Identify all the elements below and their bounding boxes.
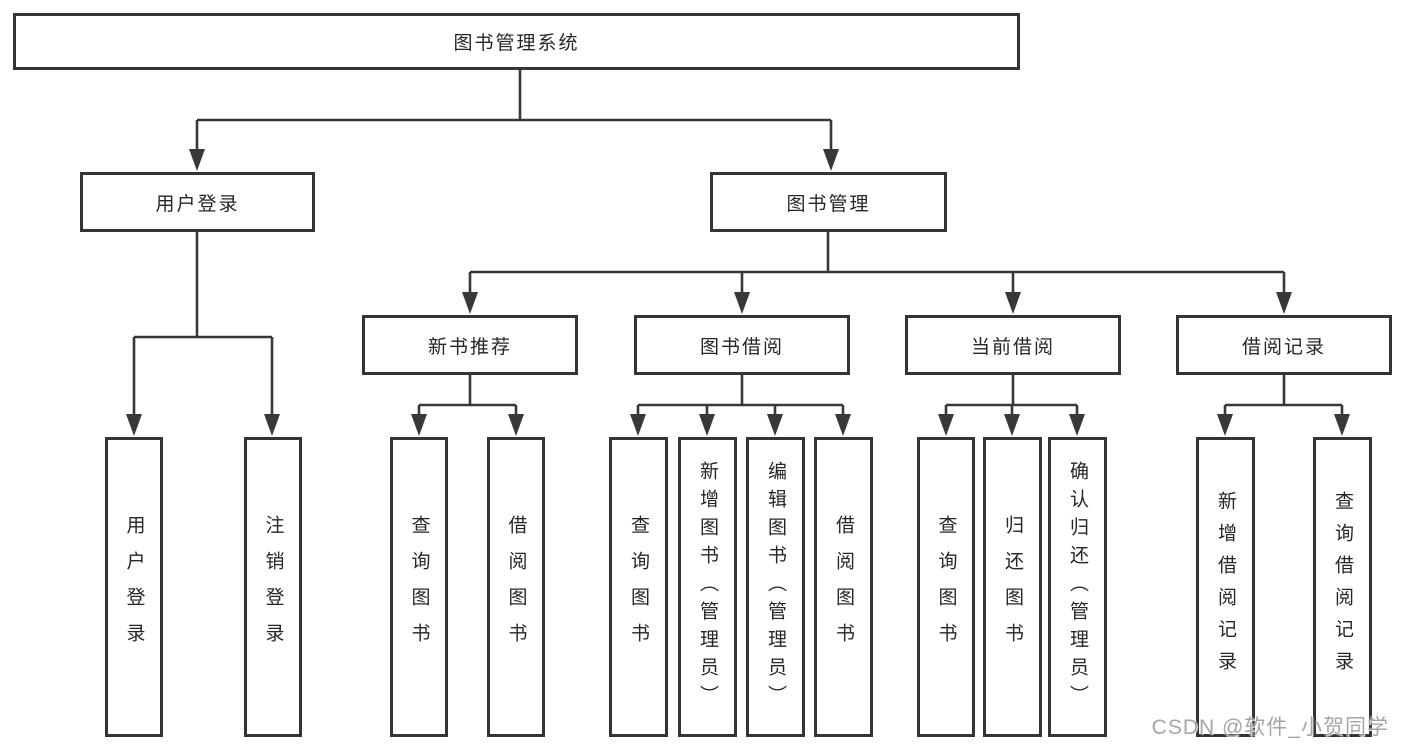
node-book-management: 图书管理	[710, 172, 947, 232]
node-user-login: 用户登录	[80, 172, 315, 232]
leaf-confirm-return-admin: 确认归还（管理员）	[1048, 437, 1107, 737]
leaf-logout: 注销登录	[244, 437, 302, 737]
node-root: 图书管理系统	[13, 13, 1020, 70]
leaf-query-borrow-record: 查询借阅记录	[1313, 437, 1372, 737]
leaf-query-books-recommend: 查询图书	[390, 437, 448, 737]
node-new-book-recommend: 新书推荐	[362, 315, 578, 375]
leaf-add-borrow-record: 新增借阅记录	[1196, 437, 1255, 737]
watermark: CSDN @软件_小贺同学	[1151, 716, 1389, 739]
arrowheads	[126, 149, 1350, 436]
leaf-query-books-current: 查询图书	[917, 437, 975, 737]
leaf-borrow-books: 借阅图书	[814, 437, 873, 737]
leaf-query-books-borrow: 查询图书	[609, 437, 668, 737]
node-book-borrow: 图书借阅	[634, 315, 850, 375]
leaf-edit-books-admin: 编辑图书（管理员）	[746, 437, 805, 737]
leaf-user-login: 用户登录	[105, 437, 163, 737]
node-current-borrow: 当前借阅	[905, 315, 1121, 375]
leaf-return-books: 归还图书	[983, 437, 1042, 737]
leaf-add-books-admin: 新增图书（管理员）	[678, 437, 737, 737]
node-borrow-records: 借阅记录	[1176, 315, 1392, 375]
leaf-borrow-books-recommend: 借阅图书	[487, 437, 545, 737]
